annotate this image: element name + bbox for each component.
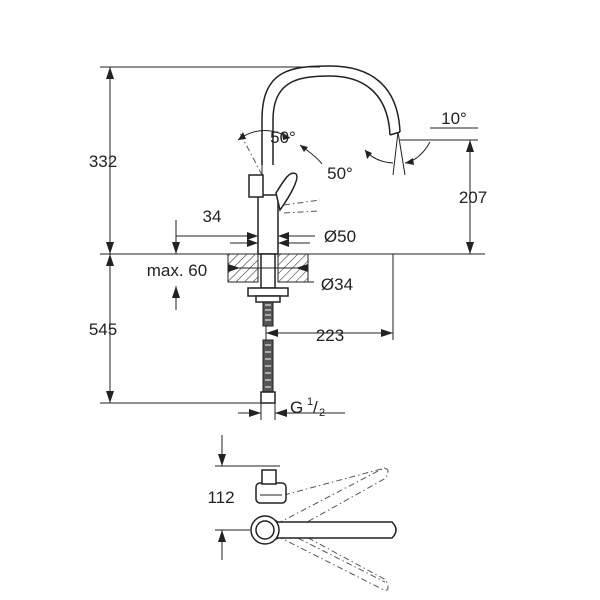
thread-size-denominator: 2 [319,407,325,419]
faucet-spout [261,65,401,165]
total-height-label: 332 [89,152,117,171]
fixing-and-hoses [247,287,289,404]
base-diameter-label: Ø50 [324,227,356,246]
extension-lines [100,66,485,404]
below-deck-label: 545 [89,320,117,339]
spout-angle-annotation: 10° [364,109,478,176]
dimension-total-height: 332 [89,67,117,254]
dimension-deck-thickness [172,286,180,310]
connection-thread-label: G [290,398,303,417]
plan-view [250,467,397,591]
hole-diameter-label: Ø34 [321,275,353,294]
spout-height-label: 207 [459,188,487,207]
dimension-spout-height: 207 [459,140,487,254]
spout-reach-label: 223 [316,326,344,345]
spout-angle-label: 10° [441,109,467,128]
deck-thickness-label: max. 60 [147,261,207,280]
thread-size-numerator: 1 [307,396,313,408]
mounting-deck [227,253,309,289]
thread-fraction-slash: / [313,398,318,417]
handle-angle-front-label: 50° [270,128,296,147]
handle-angle-lines [237,130,323,214]
base-offset-label: 34 [203,207,222,226]
handle-angle-side-label: 50° [327,164,353,183]
dimension-connection [238,403,345,420]
faucet-body [248,172,298,255]
dimension-spout-reach [266,329,393,337]
dimension-base [172,220,315,254]
dimension-below-deck: 545 [89,254,117,403]
plan-depth-label: 112 [207,488,234,507]
dimension-plan-depth [215,435,280,560]
